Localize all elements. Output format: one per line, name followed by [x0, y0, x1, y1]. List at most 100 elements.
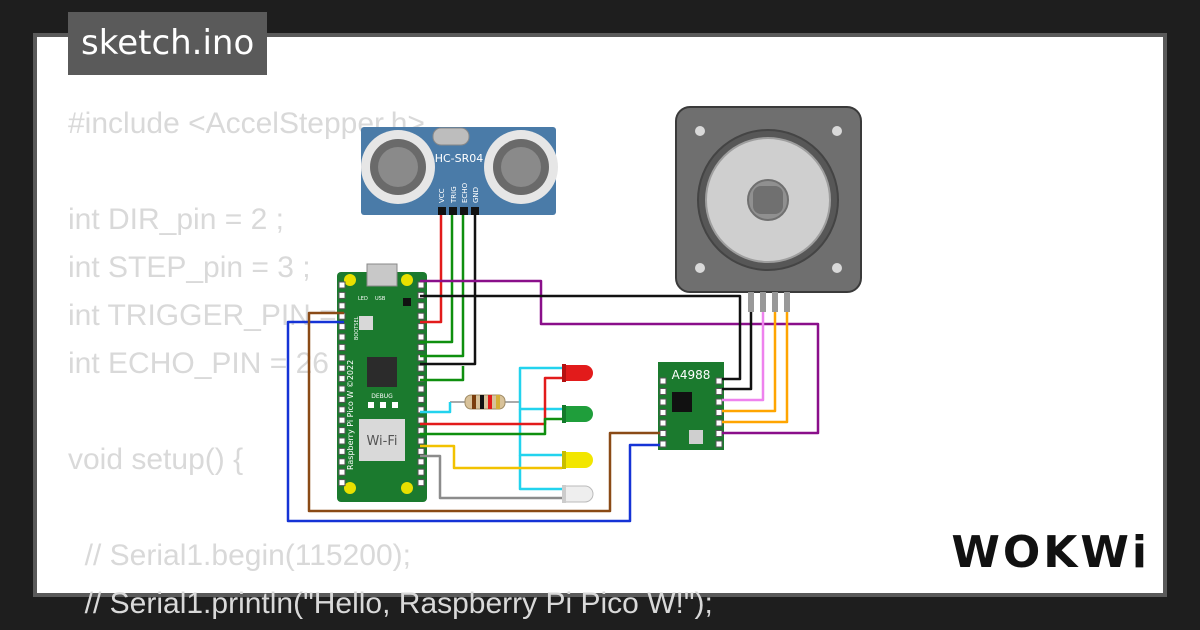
header-pin: [338, 437, 346, 445]
driver-label: A4988: [672, 368, 711, 382]
header-pin: [338, 479, 346, 487]
wire-black: [420, 294, 742, 381]
header-pin: [715, 398, 723, 406]
header-pin: [659, 419, 667, 427]
led-white[interactable]: [562, 485, 594, 503]
code-line: int STEP_pin = 3 ;: [68, 251, 311, 284]
header-pin: [338, 354, 346, 362]
a4988-driver[interactable]: A4988: [658, 362, 724, 450]
pin-label-echo: ECHO: [461, 182, 469, 203]
header-pin: [417, 479, 425, 487]
header-pin: [338, 385, 346, 393]
wire-purple: [420, 279, 820, 435]
header-pin: [659, 398, 667, 406]
header-pin: [659, 430, 667, 437]
header-pin: [417, 385, 425, 393]
pin-label-vcc: VCC: [438, 188, 446, 203]
wire-trig: [420, 215, 454, 344]
wires: [286, 215, 820, 523]
wire-motor-2: [722, 312, 765, 402]
wire-echo: [420, 215, 465, 358]
wire-cyan-3: [518, 409, 562, 457]
ultrasonic-sensor[interactable]: HC-SR04 VCC TRIG ECHO GND: [361, 127, 558, 215]
sensor-label: HC-SR04: [435, 152, 484, 165]
wire-red-led: [420, 376, 562, 426]
wire-gnd: [420, 215, 477, 366]
led-label: LED: [358, 296, 368, 302]
diagram-canvas: [33, 33, 1167, 597]
code-line: void setup() {: [68, 443, 244, 476]
mount-hole: [832, 126, 842, 136]
header-pin: [338, 375, 346, 383]
debug-label: DEBUG: [371, 393, 393, 400]
header-pin: [338, 458, 346, 466]
mount-hole: [695, 263, 705, 273]
wire-yellow-led: [420, 444, 562, 470]
wire-vcc: [420, 215, 443, 324]
wire-motor-1: [722, 312, 753, 391]
wifi-label: Wi-Fi: [366, 434, 397, 449]
header-pin: [659, 409, 667, 416]
header-pin: [338, 416, 346, 424]
header-pin: [715, 430, 723, 437]
led-yellow[interactable]: [562, 451, 593, 469]
header-pin: [338, 468, 346, 476]
led-green[interactable]: [562, 405, 593, 423]
header-pin: [417, 364, 425, 372]
wire-brown: [307, 311, 660, 513]
driver-pins: [659, 377, 723, 448]
mount-hole: [832, 263, 842, 273]
wire-gray-led: [420, 454, 562, 500]
header-pin: [659, 440, 667, 448]
header-pin: [417, 458, 425, 466]
resistor[interactable]: [450, 394, 520, 410]
header-pin: [338, 333, 346, 341]
header-pin: [338, 343, 346, 351]
header-pin: [715, 388, 723, 395]
wokwi-logo: WOKWi: [951, 527, 1150, 578]
header-pin: [659, 388, 667, 395]
wire-green-led: [420, 417, 562, 436]
header-pin: [417, 427, 425, 435]
header-pin: [338, 302, 346, 310]
header-pin: [715, 409, 723, 416]
header-pin: [338, 406, 346, 414]
pico-vertical-label: Raspberry Pi Pico W ©2022: [346, 360, 355, 470]
stepper-motor[interactable]: [675, 106, 862, 312]
file-tab-label: sketch.ino: [81, 23, 255, 63]
mount-hole: [695, 126, 705, 136]
header-pin: [338, 364, 346, 372]
header-pin: [338, 395, 346, 403]
bootsel-label: BOOTSEL: [354, 316, 360, 340]
wire-motor-3: [722, 312, 777, 413]
header-pin: [417, 343, 425, 351]
header-pin: [715, 377, 723, 385]
header-pin: [715, 419, 723, 427]
header-pin: [417, 323, 425, 331]
wire-blue: [286, 320, 660, 523]
file-tab[interactable]: sketch.ino: [68, 12, 268, 75]
code-line: // Serial1.println("Hello, Raspberry Pi …: [68, 587, 713, 620]
header-pin: [417, 447, 425, 455]
pico-board[interactable]: Wi-Fi LED USB BOOTSEL DEBUG Raspberry Pi…: [337, 263, 427, 502]
header-pin: [338, 323, 346, 331]
header-pin: [417, 437, 425, 445]
header-pin: [338, 427, 346, 435]
header-pin: [417, 375, 425, 383]
header-pin: [417, 395, 425, 403]
header-pin: [417, 302, 425, 310]
header-pin: [338, 281, 346, 289]
usb-label: USB: [375, 296, 386, 302]
wire-motor-4: [722, 312, 789, 424]
header-pin: [417, 416, 425, 424]
wire-cyan-resistor: [420, 402, 452, 414]
header-pin: [417, 312, 425, 320]
code-line: // Serial1.begin(115200);: [68, 539, 411, 572]
pin-label-gnd: GND: [472, 187, 480, 203]
header-pin: [659, 377, 667, 385]
header-pin: [338, 291, 346, 299]
header-pin: [715, 440, 723, 448]
led-red[interactable]: [562, 364, 593, 382]
